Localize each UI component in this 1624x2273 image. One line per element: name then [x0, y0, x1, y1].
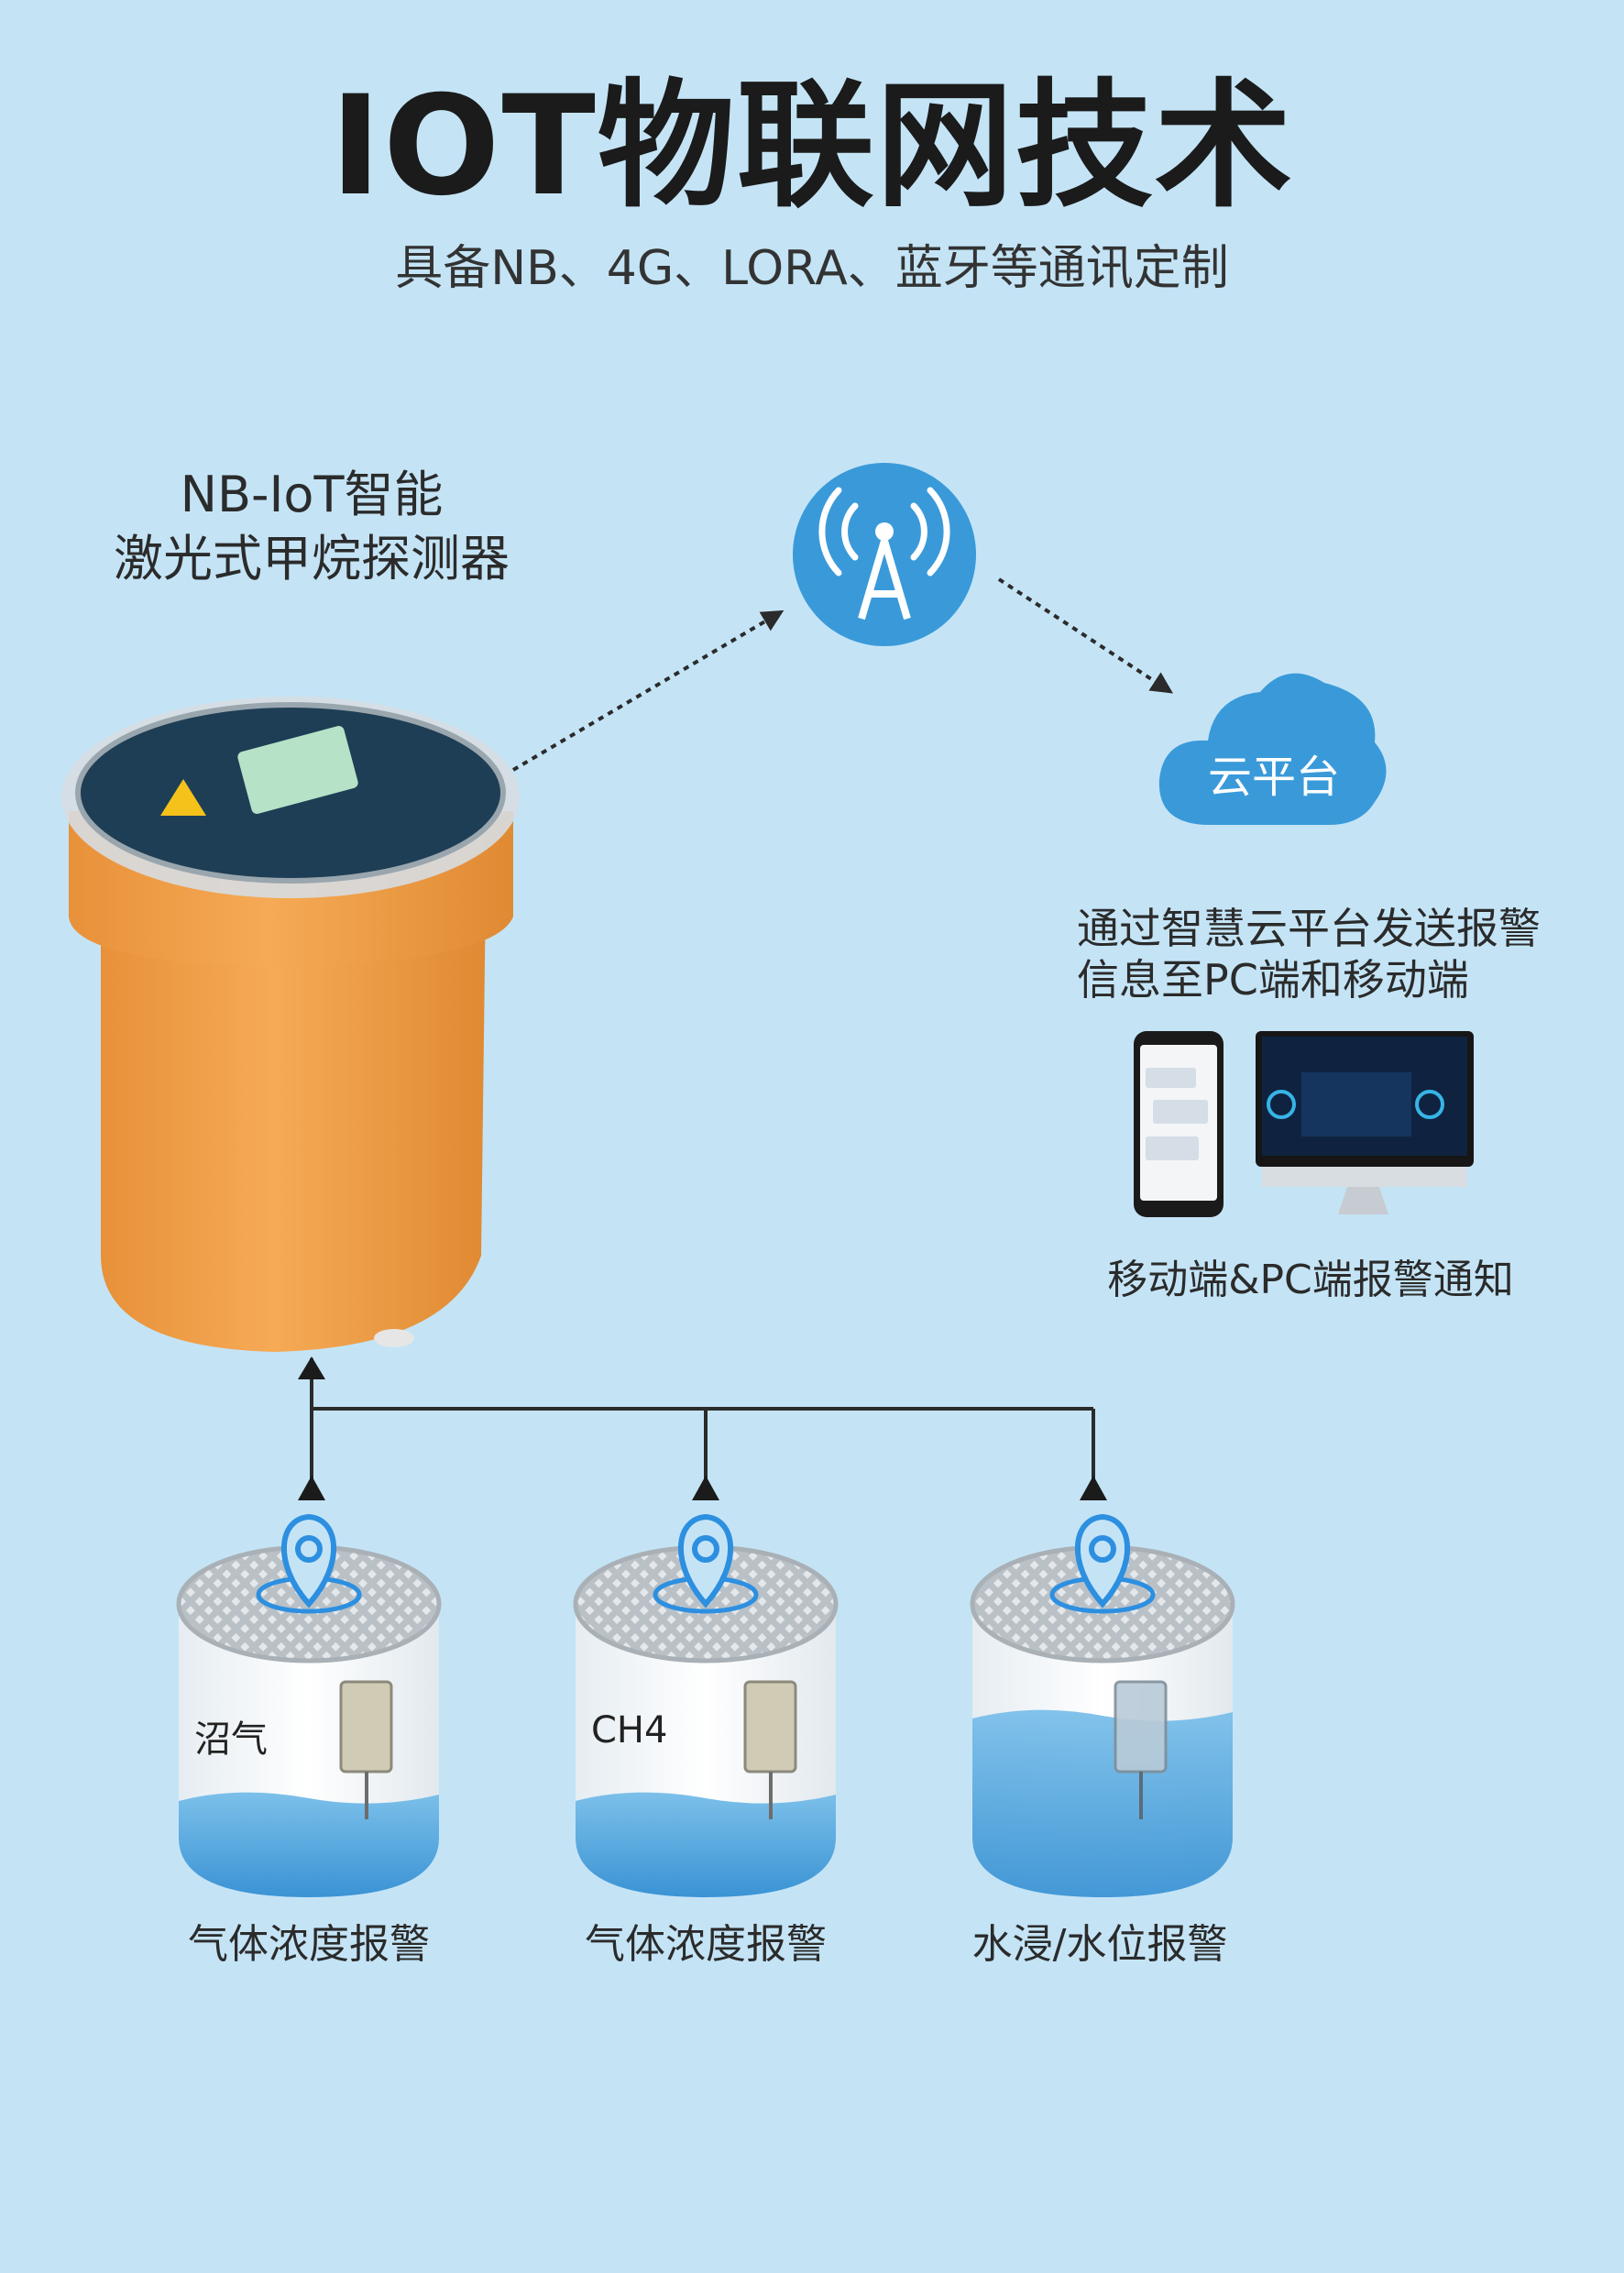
device-to-tower-arrow	[511, 609, 785, 772]
page-subtitle: 具备NB、4G、LORA、蓝牙等通讯定制	[395, 241, 1229, 296]
well-2	[573, 1544, 839, 1897]
well-2-caption: 气体浓度报警	[585, 1921, 827, 1968]
signal-tower-icon	[793, 463, 976, 646]
location-pin-icon	[256, 1513, 362, 1614]
cloud-icon	[1158, 673, 1387, 825]
well-1-caption: 气体浓度报警	[188, 1921, 430, 1968]
sensor-connector-lines	[310, 1358, 1095, 1488]
methane-detector-device	[61, 697, 520, 1352]
well-1-inner-label: 沼气	[194, 1718, 268, 1761]
phone-device	[1134, 1031, 1223, 1217]
tower-to-cloud-arrow	[997, 577, 1174, 694]
cloud-label: 云平台	[1207, 752, 1340, 803]
notification-label: 移动端&PC端报警通知	[1107, 1257, 1514, 1303]
alert-description-line-2: 信息至PC端和移动端	[1077, 955, 1469, 1005]
alert-description-line-1: 通过智慧云平台发送报警	[1077, 904, 1541, 953]
page-title: IOT物联网技术	[330, 67, 1294, 226]
device-label-line-1: NB-IoT智能	[180, 466, 444, 523]
connector-arrowheads	[298, 1356, 1107, 1500]
device-label: NB-IoT智能 激光式甲烷探测器	[82, 463, 541, 591]
device-label-line-2: 激光式甲烷探测器	[114, 530, 510, 588]
location-pin-icon	[653, 1513, 759, 1614]
location-pin-icon	[1049, 1513, 1156, 1614]
well-2-inner-label: CH4	[591, 1709, 668, 1751]
alert-description: 通过智慧云平台发送报警 信息至PC端和移动端	[1077, 903, 1541, 1005]
pc-monitor	[1256, 1031, 1474, 1214]
well-3-caption: 水浸/水位报警	[971, 1921, 1228, 1968]
